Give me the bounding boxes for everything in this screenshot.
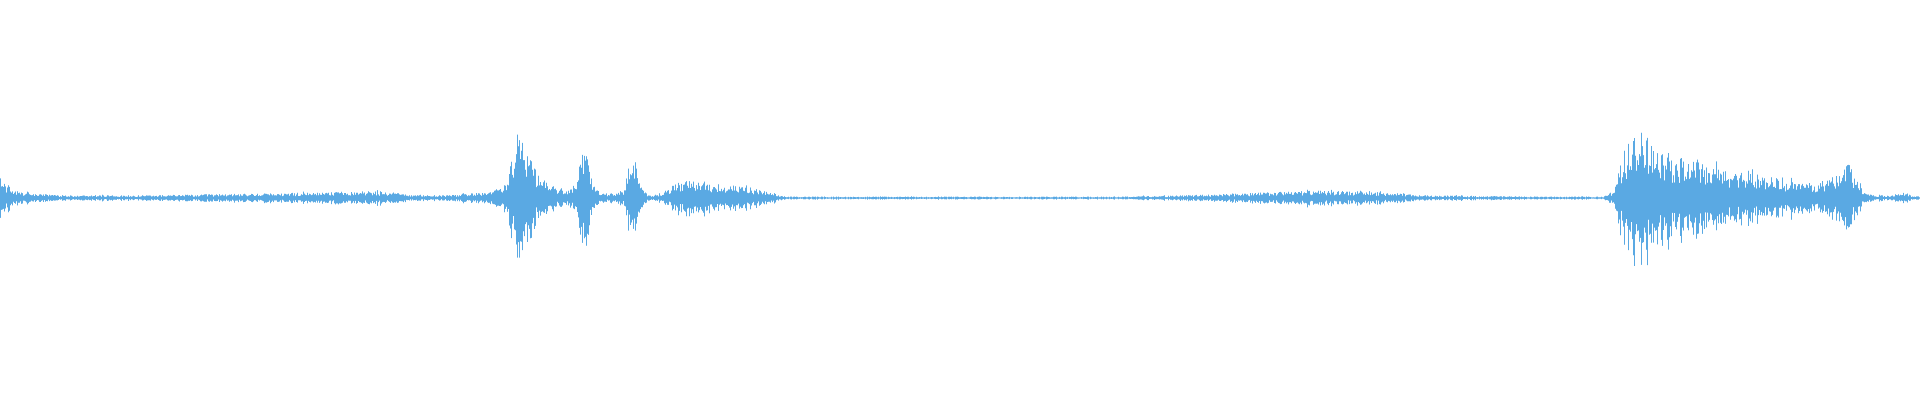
waveform-trace	[0, 132, 1920, 266]
waveform-layer	[0, 132, 1920, 266]
